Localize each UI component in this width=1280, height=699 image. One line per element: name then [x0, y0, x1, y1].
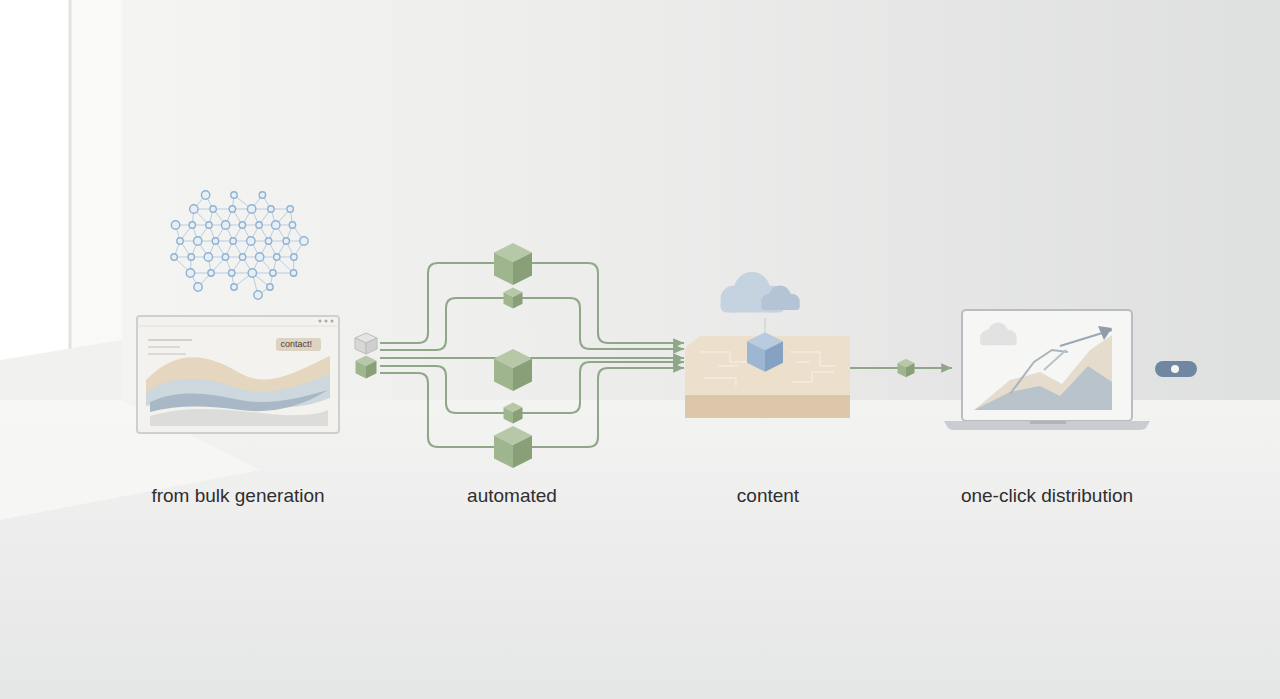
stage-caption: content [737, 484, 799, 508]
contact-button: contact! [276, 338, 321, 351]
content-platform [685, 272, 850, 418]
stage-caption: one-click distribution [961, 484, 1133, 508]
button-label: contact! [281, 339, 313, 349]
routing-lines [380, 263, 684, 447]
stage-caption: from bulk generation [151, 484, 324, 508]
stage-caption: automated [467, 484, 557, 508]
content-screen [137, 316, 339, 433]
laptop-chart [944, 310, 1150, 430]
neural-network-icon [171, 191, 308, 299]
toggle-switch [1155, 361, 1197, 377]
